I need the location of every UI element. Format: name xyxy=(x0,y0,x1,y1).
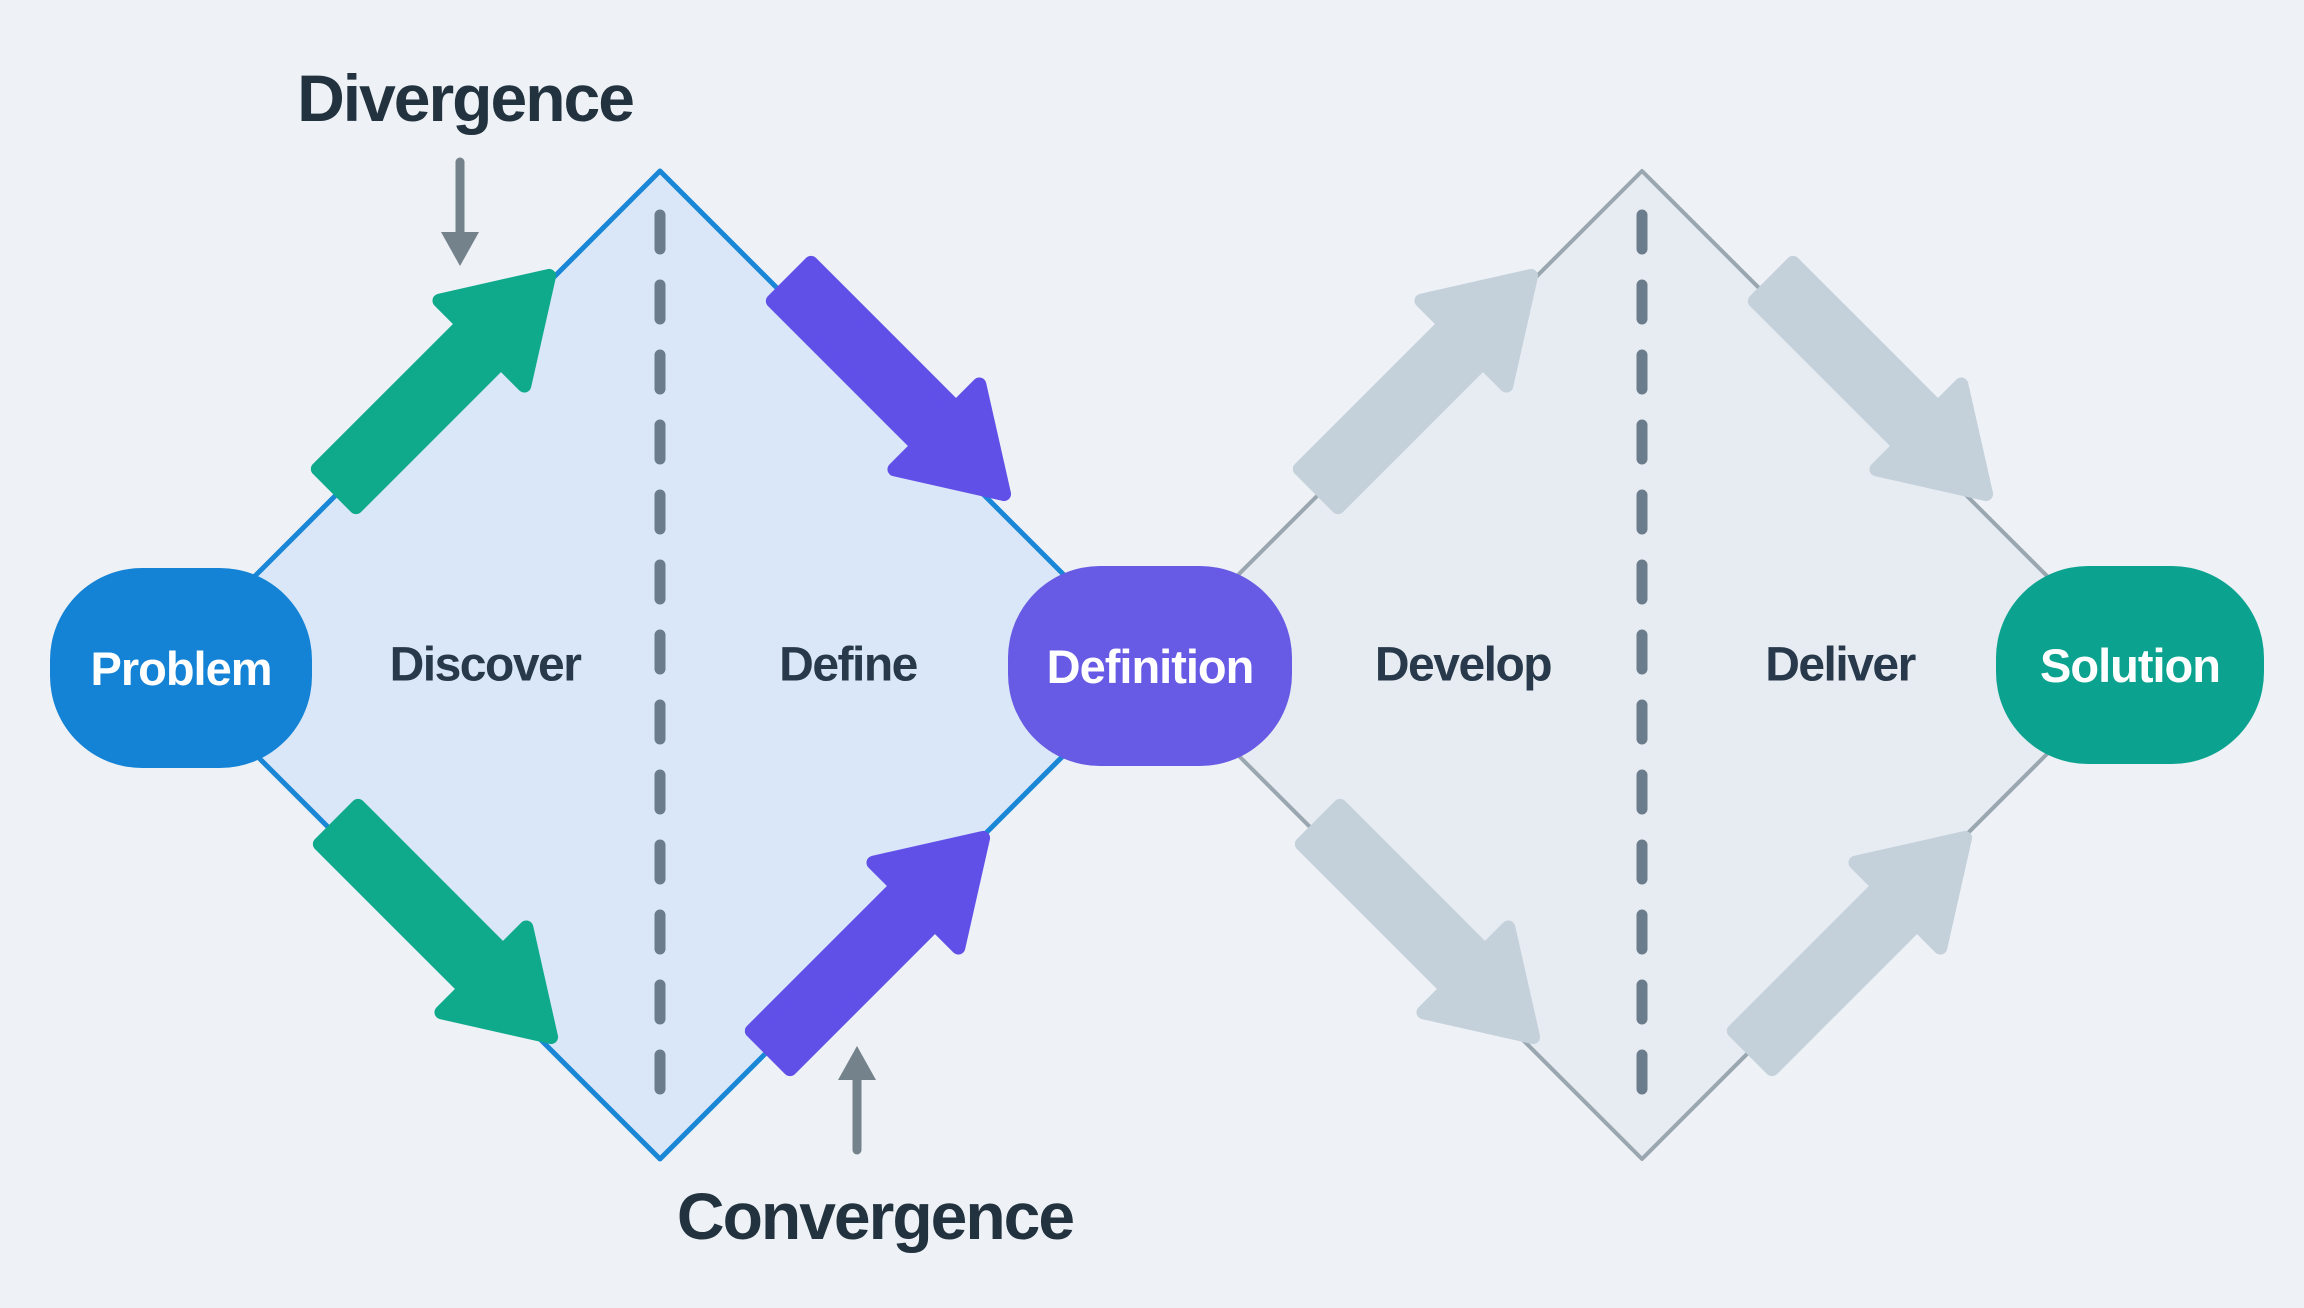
phase-define-label: Define xyxy=(779,638,918,692)
phase-develop-label: Develop xyxy=(1374,638,1553,692)
problem-node: Problem xyxy=(50,568,312,768)
divergence-pointer-arrow-icon xyxy=(441,157,479,266)
solution-node: Solution xyxy=(1996,566,2264,764)
definition-node: Definition xyxy=(1008,566,1292,766)
phase-deliver-label: Deliver xyxy=(1765,638,1916,692)
divergence-label: Divergence xyxy=(297,61,635,135)
convergence-pointer-arrow-icon xyxy=(838,1046,876,1155)
phase-discover-label: Discover xyxy=(389,638,582,692)
convergence-label: Convergence xyxy=(676,1179,1075,1253)
